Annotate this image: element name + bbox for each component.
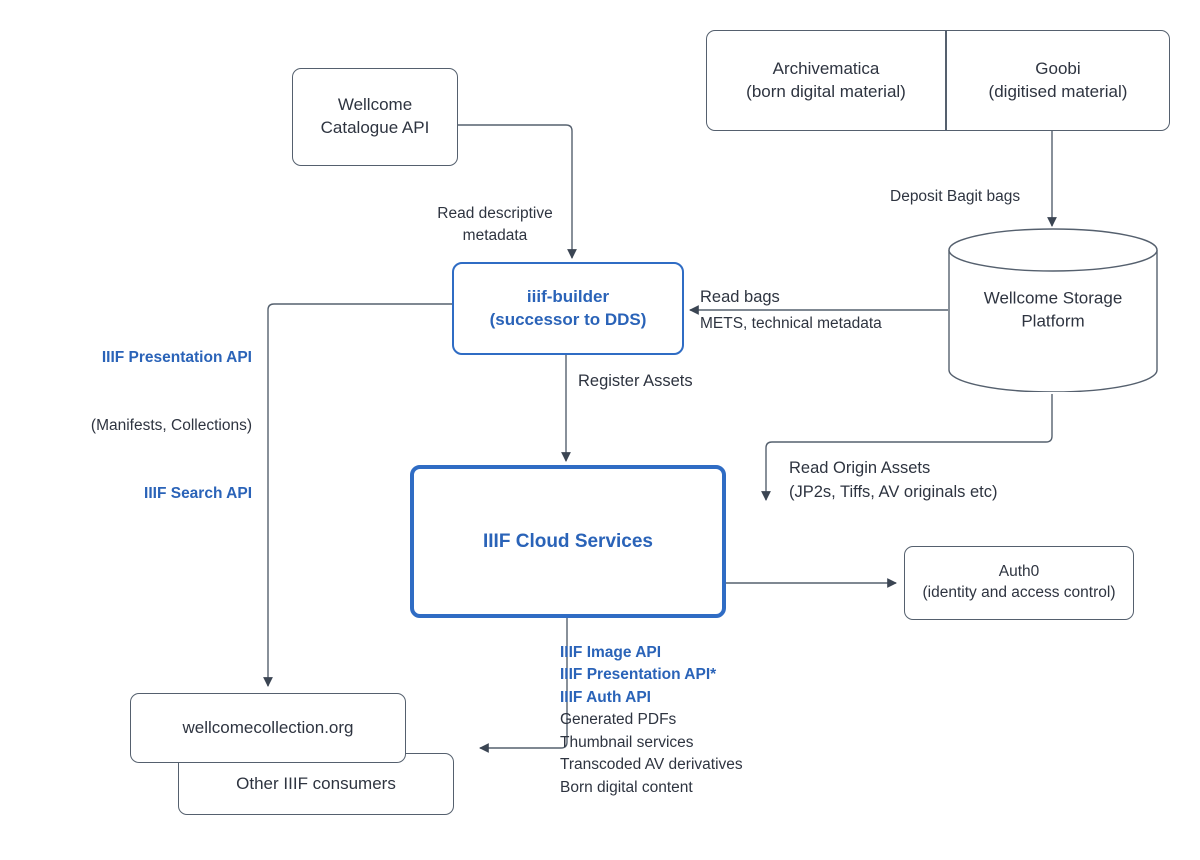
node-iiif-builder[interactable]: iiif-builder (successor to DDS) [452, 262, 684, 355]
node-goobi[interactable]: Goobi (digitised material) [946, 30, 1170, 131]
node-goobi-label: Goobi (digitised material) [988, 58, 1128, 101]
node-wellcome-storage-platform-label: Wellcome Storage Platform [983, 288, 1123, 330]
cloud-output-item: IIIF Presentation API* [560, 666, 717, 684]
node-wellcomecollection-org-label: wellcomecollection.org [182, 717, 354, 737]
builder-output-line-2: (Manifests, Collections) [90, 417, 252, 435]
builder-output-line-1: IIIF Presentation API [101, 349, 252, 367]
edge-cloud-to-consumers [479, 618, 568, 753]
cloud-output-item: IIIF Image API [560, 644, 662, 661]
node-wellcome-catalogue-api-label: Wellcome Catalogue API [320, 95, 430, 137]
label-read-descriptive-metadata: Read descriptive metadata [437, 205, 553, 245]
node-wellcome-catalogue-api[interactable]: Wellcome Catalogue API [292, 68, 458, 166]
node-wellcomecollection-org[interactable]: wellcomecollection.org [130, 693, 406, 763]
node-archivematica-label: Archivematica (born digital material) [746, 58, 906, 101]
builder-output-line-3: IIIF Search API [144, 485, 252, 502]
cloud-output-list: IIIF Image API IIIF Presentation API* IIIF… [560, 642, 743, 799]
node-other-iiif-consumers-label: Other IIIF consumers [236, 773, 396, 793]
cloud-output-item: Transcoded AV derivatives [560, 756, 743, 774]
node-auth0-label: Auth0 (identity and access control) [922, 563, 1116, 601]
node-archivematica[interactable]: Archivematica (born digital material) [706, 30, 946, 131]
node-iiif-cloud-services[interactable]: IIIF Cloud Services [410, 465, 726, 618]
node-iiif-builder-label: iiif-builder (successor to DDS) [489, 286, 647, 329]
node-other-iiif-consumers[interactable]: Other IIIF consumers [178, 753, 454, 815]
builder-output-apis: IIIF Presentation API (Manifests, Collec… [30, 302, 252, 551]
cylinder-shape [948, 228, 1158, 393]
node-wellcome-storage-platform[interactable]: Wellcome Storage Platform [948, 228, 1158, 393]
label-read-bags: Read bags [700, 288, 780, 306]
node-iiif-cloud-services-label: IIIF Cloud Services [483, 530, 653, 552]
cloud-output-item: Born digital content [560, 778, 693, 796]
cloud-output-item: Generated PDFs [560, 711, 677, 729]
cloud-output-item: IIIF Auth API [560, 688, 651, 706]
node-auth0[interactable]: Auth0 (identity and access control) [904, 546, 1134, 620]
label-read-bags-sub: METS, technical metadata [700, 315, 882, 332]
label-deposit-bagit-bags: Deposit Bagit bags [890, 188, 1021, 205]
label-read-origin-assets: Read Origin Assets (JP2s, Tiffs, AV orig… [789, 459, 998, 501]
label-register-assets: Register Assets [578, 372, 693, 390]
cloud-output-item: Thumbnail services [560, 733, 694, 751]
